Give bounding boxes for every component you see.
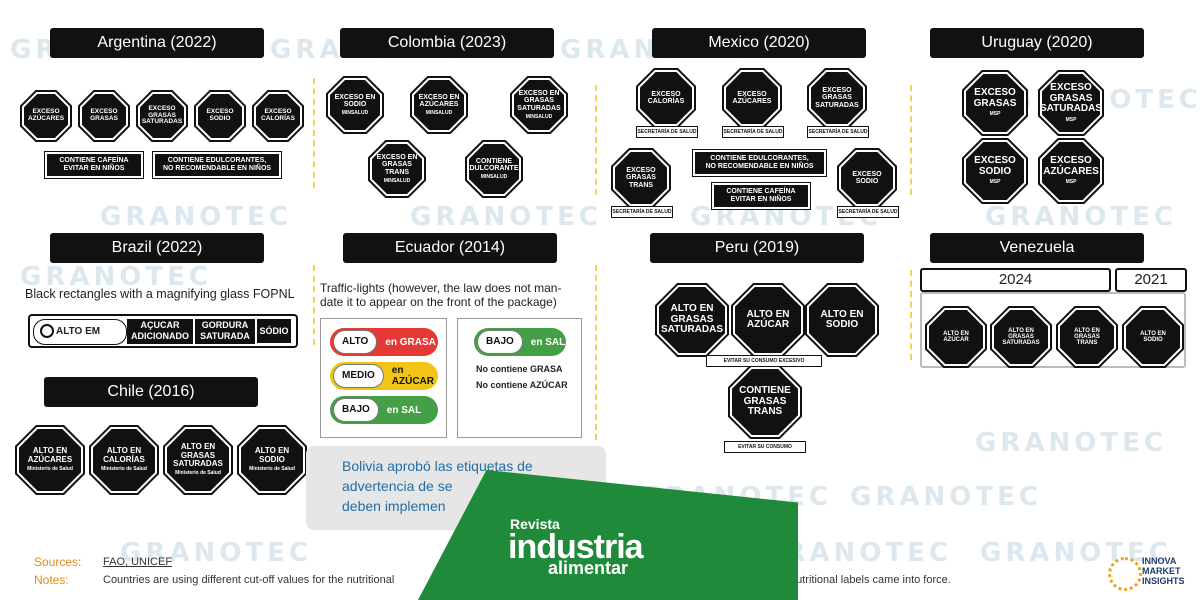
innova-logo-icon	[1108, 557, 1142, 591]
ecuador-subtitle-line1: Traffic-lights (however, the law does no…	[320, 281, 562, 295]
ecuador-no-fat: No contiene GRASA	[476, 364, 563, 374]
venezuela-tab-2021: 2021	[1115, 268, 1187, 292]
sources-label: Sources:	[34, 555, 82, 569]
mexico-seal-footer: SECRETARÍA DE SALUD	[837, 206, 899, 218]
peru-bar-excessive: EVITAR SU CONSUMO EXCESIVO	[706, 355, 822, 367]
argentina-title: Argentina (2022)	[50, 28, 264, 58]
mexico-seal-footer: SECRETARÍA DE SALUD	[611, 206, 673, 218]
watermark-text: GRANOTEC	[100, 202, 292, 232]
mexico-seal-footer: SECRETARÍA DE SALUD	[636, 126, 698, 138]
argentina-sweetener-note: CONTIENE EDULCORANTES,NO RECOMENDABLE EN…	[152, 151, 282, 179]
notes-text-right: nutritional labels came into force.	[790, 574, 951, 586]
brazil-subtitle: Black rectangles with a magnifying glass…	[25, 287, 295, 301]
revista-logo-industria: industria	[508, 528, 644, 566]
venezuela-title: Venezuela	[930, 233, 1144, 263]
ecuador-title: Ecuador (2014)	[343, 233, 557, 263]
brazil-title: Brazil (2022)	[50, 233, 264, 263]
ecuador-no-sugar: No contiene AZÚCAR	[476, 380, 568, 390]
divider	[595, 265, 597, 440]
watermark-text: GRANOTEC	[410, 202, 602, 232]
peru-bar-consumption: EVITAR SU CONSUMO	[724, 441, 806, 453]
magnifying-glass-icon	[40, 324, 54, 339]
divider	[595, 85, 597, 195]
bolivia-line3: deben implemen	[342, 498, 446, 514]
sources-link[interactable]: FAO, UNICEF	[103, 556, 173, 568]
divider	[910, 85, 912, 195]
brazil-alto-em: ALTO EM	[33, 319, 127, 345]
mexico-sweetener-note: CONTIENE EDULCORANTES,NO RECOMENDABLE EN…	[692, 149, 827, 177]
ecuador-subtitle-line2: date it to appear on the front of the pa…	[320, 295, 557, 309]
venezuela-tab-2024: 2024	[920, 268, 1111, 292]
watermark-text: GRANOTEC	[850, 482, 1042, 512]
colombia-title: Colombia (2023)	[340, 28, 554, 58]
watermark-text: GRANOTEC	[985, 202, 1177, 232]
watermark-text: GRANOTEC	[975, 428, 1167, 458]
brazil-item-sodium: SÓDIO	[257, 319, 291, 343]
bolivia-line2: advertencia de se	[342, 478, 453, 494]
notes-label: Notes:	[34, 573, 69, 587]
revista-label: Revista	[510, 516, 560, 532]
watermark-text: GRANOTEC	[20, 262, 212, 292]
peru-title: Peru (2019)	[650, 233, 864, 263]
watermark-text: GRANOTEC	[120, 538, 312, 568]
mexico-seal-footer: SECRETARÍA DE SALUD	[807, 126, 869, 138]
mexico-seal-footer: SECRETARÍA DE SALUD	[722, 126, 784, 138]
mexico-title: Mexico (2020)	[652, 28, 866, 58]
bolivia-box: Bolivia aprobó las etiquetas de adverten…	[306, 446, 606, 530]
revista-logo-alimentar: alimentar	[548, 558, 629, 578]
notes-text-left: Countries are using different cut-off va…	[103, 574, 395, 586]
divider	[313, 78, 315, 188]
bolivia-line1: Bolivia aprobó las etiquetas de	[342, 458, 533, 474]
divider	[910, 270, 912, 360]
uruguay-title: Uruguay (2020)	[930, 28, 1144, 58]
divider	[313, 265, 315, 345]
chile-title: Chile (2016)	[44, 377, 258, 407]
